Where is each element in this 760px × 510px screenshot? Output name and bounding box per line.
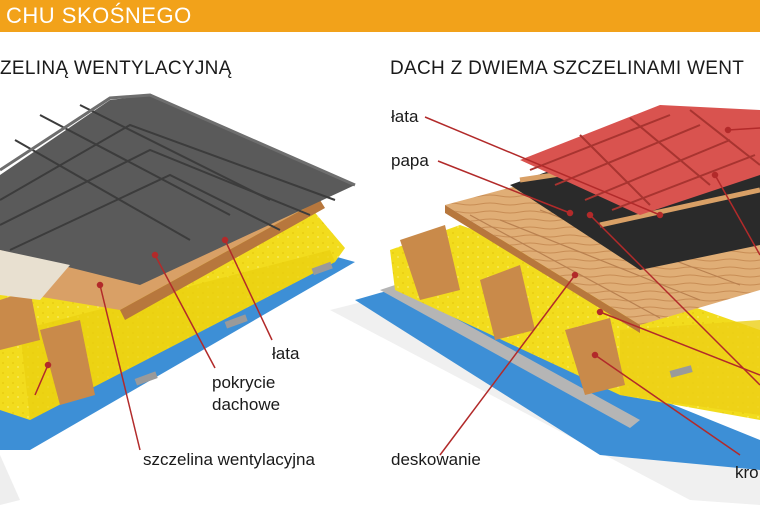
left-rafter-front	[40, 320, 95, 405]
right-roof-tiles	[520, 105, 760, 215]
right-rafter-1	[400, 225, 460, 300]
banner-title: CHU SKOŚNEGO	[6, 3, 192, 28]
left-bracket-3	[311, 261, 333, 276]
label-left-pokrycie-line2: dachowe	[212, 395, 281, 414]
leader-right-papa	[437, 160, 571, 214]
right-roof-illustration	[330, 105, 760, 505]
left-blue-membrane	[0, 255, 355, 450]
label-right-papa: papa	[391, 151, 429, 170]
right-metal-rail	[380, 285, 640, 428]
leader-left-lata	[224, 239, 273, 341]
label-left-lata: łata	[272, 344, 300, 363]
left-base-board	[0, 455, 20, 505]
right-diagram-heading: DACH Z DWIEMA SZCZELINAMI WENT	[390, 58, 745, 79]
left-bracket-1	[134, 371, 158, 386]
left-diagram-heading: ZELINĄ WENTYLACYJNĄ	[0, 58, 232, 79]
label-right-lata: łata	[391, 107, 419, 126]
label-left-pokrycie-line1: pokrycie	[212, 373, 276, 392]
header-banner: CHU SKOŚNEGO	[0, 0, 760, 32]
right-leader-lines	[424, 116, 760, 456]
left-roof-illustration	[0, 93, 356, 505]
left-leader-lines	[34, 236, 273, 451]
leader-right-deskowanie	[439, 274, 576, 456]
left-roof-tiles	[0, 95, 355, 285]
right-rafter-2	[480, 265, 535, 340]
leader-left-pokrycie	[154, 254, 216, 369]
left-bracket-2	[224, 314, 248, 329]
leader-right-lata	[424, 116, 661, 216]
label-left-szczelina: szczelina wentylacyjna	[143, 450, 315, 469]
label-right-deskowanie: deskowanie	[391, 450, 481, 469]
label-right-kro: kro	[735, 463, 759, 482]
leader-left-szczelina	[99, 284, 141, 451]
right-bracket	[669, 365, 693, 378]
leader-right-kro	[594, 354, 741, 456]
